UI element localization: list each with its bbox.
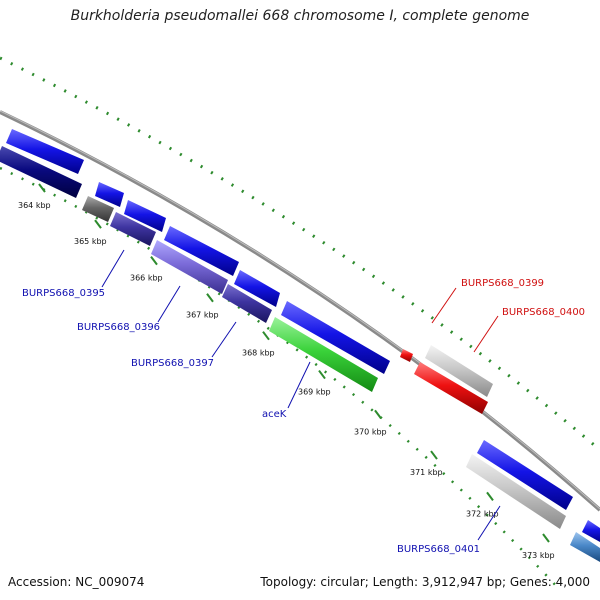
tick-mark-371 (430, 450, 438, 460)
gene-arrow[interactable] (269, 317, 378, 392)
gene-arrow[interactable] (222, 284, 272, 323)
gene-label-burps668-0399[interactable]: BURPS668_0399 (461, 278, 544, 289)
gene-label-burps668-0397[interactable]: BURPS668_0397 (131, 358, 214, 369)
gene-arrow[interactable] (95, 182, 124, 207)
tick-mark-368 (262, 331, 270, 341)
chromosome-backbone-highlight (0, 110, 600, 510)
tick-label-370: 370 kbp (354, 427, 387, 436)
gene-label-burps668-0396[interactable]: BURPS668_0396 (77, 322, 160, 333)
gene-arrow[interactable] (400, 349, 413, 362)
gene-arrow[interactable] (570, 532, 600, 562)
gene-arrow[interactable] (124, 200, 166, 232)
label-leader-line (211, 321, 237, 358)
tick-label-368: 368 kbp (242, 349, 275, 358)
label-leader-line (431, 287, 457, 324)
gene-arrow[interactable] (425, 345, 493, 397)
gene-labels: BURPS668_0395 BURPS668_0396 BURPS668_039… (22, 249, 585, 555)
gene-label-burps668-0401[interactable]: BURPS668_0401 (397, 544, 480, 555)
tick-mark-366 (150, 256, 158, 266)
label-leader-line (287, 361, 311, 409)
gene-arrows (0, 129, 600, 562)
label-leader-line (477, 505, 501, 541)
tick-label-367: 367 kbp (186, 311, 219, 320)
label-leader-line (157, 285, 181, 323)
gene-arrow[interactable] (466, 454, 566, 529)
tick-mark-372 (486, 491, 494, 501)
gene-arrow[interactable] (6, 129, 84, 174)
tick-mark-369 (318, 369, 326, 380)
genome-info-text: Topology: circular; Length: 3,912,947 bp… (260, 575, 590, 589)
tick-mark-367 (206, 293, 214, 303)
tick-label-365: 365 kbp (74, 237, 107, 246)
tick-mark-365 (94, 219, 102, 229)
tick-label-366: 366 kbp (130, 274, 163, 283)
label-leader-line (473, 315, 499, 353)
tick-label-372: 372 kbp (466, 509, 499, 518)
gene-label-acek[interactable]: aceK (262, 409, 287, 420)
gene-arrow[interactable] (281, 301, 390, 374)
gene-arrow[interactable] (82, 196, 114, 222)
map-title: Burkholderia pseudomallei 668 chromosome… (70, 8, 530, 24)
tick-label-371: 371 kbp (410, 468, 443, 477)
label-leader-line (101, 249, 125, 288)
gene-label-burps668-0400[interactable]: BURPS668_0400 (502, 307, 585, 318)
gene-arrow[interactable] (234, 270, 280, 307)
tick-mark-370 (374, 409, 382, 420)
tick-label-373: 373 kbp (522, 551, 555, 560)
gene-label-burps668-0395[interactable]: BURPS668_0395 (22, 288, 105, 299)
chromosome-backbone (0, 110, 600, 512)
tick-label-369: 369 kbp (298, 388, 331, 397)
gene-arrow[interactable] (110, 212, 156, 246)
gene-arrow[interactable] (0, 146, 82, 198)
gene-arrow[interactable] (164, 226, 239, 276)
accession-text: Accession: NC_009074 (8, 575, 145, 589)
tick-label-364: 364 kbp (18, 201, 51, 210)
tick-mark-364 (38, 183, 46, 193)
gene-arrow[interactable] (151, 240, 228, 294)
tick-mark-373 (542, 533, 550, 543)
gene-arrow[interactable] (582, 520, 600, 542)
scale-ticks: 364 kbp 365 kbp 366 kbp 367 kbp 368 kbp 369 k… (18, 183, 555, 560)
gene-arrow[interactable] (414, 362, 488, 414)
gene-arrow[interactable] (477, 440, 573, 510)
